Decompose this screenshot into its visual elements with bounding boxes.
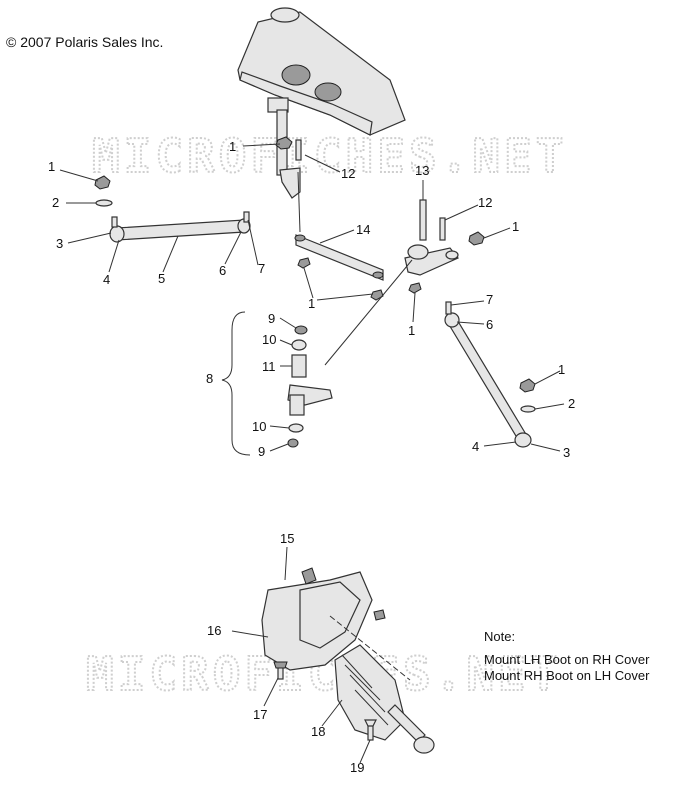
bolt-12-right (439, 217, 446, 241)
mounting-note: Note: Mount LH Boot on RH Cover Mount RH… (484, 629, 650, 683)
left-nut (94, 175, 111, 190)
callout-12: 12 (478, 195, 492, 210)
callout-1: 1 (229, 139, 236, 154)
steering-boot (334, 644, 435, 754)
left-washer (95, 199, 113, 207)
callout-7: 7 (258, 261, 265, 276)
callout-16: 16 (207, 623, 221, 638)
right-tie-rod (444, 301, 532, 448)
callout-1: 1 (48, 159, 55, 174)
callout-17: 17 (253, 707, 267, 722)
leader-lines (59, 143, 565, 764)
callout-1: 1 (308, 296, 315, 311)
callout-5: 5 (158, 271, 165, 286)
callout-1: 1 (408, 323, 415, 338)
callout-10: 10 (252, 419, 266, 434)
note-line-2: Mount RH Boot on LH Cover (484, 668, 650, 683)
callout-4: 4 (103, 272, 110, 287)
callout-9: 9 (258, 444, 265, 459)
callout-11: 11 (262, 359, 276, 374)
callout-6: 6 (219, 263, 226, 278)
callout-14: 14 (356, 222, 370, 237)
bracket-8 (221, 311, 251, 456)
boot-axis-line (329, 615, 411, 681)
rivet-19 (364, 719, 377, 741)
callout-19: 19 (350, 760, 364, 775)
callout-1: 1 (512, 219, 519, 234)
bolt-13 (419, 199, 427, 241)
note-title: Note: (484, 629, 515, 644)
link-nut-left (297, 257, 311, 269)
center-link (294, 234, 384, 281)
screw-17 (273, 661, 288, 680)
copyright-text: © 2007 Polaris Sales Inc. (6, 34, 163, 50)
right-washer (520, 405, 536, 413)
nut-top (275, 136, 293, 150)
screw-right (373, 609, 386, 621)
callout-15: 15 (280, 531, 294, 546)
callout-13: 13 (415, 163, 429, 178)
callout-7: 7 (486, 292, 493, 307)
callout-1: 1 (558, 362, 565, 377)
note-line-1: Mount LH Boot on RH Cover (484, 652, 650, 667)
left-tie-rod (109, 211, 251, 243)
callouts: 1 12 1 2 3 4 5 6 7 14 1 13 12 1 1 7 6 9 … (48, 139, 575, 775)
pitman-arm (404, 244, 459, 276)
link-nut-right (370, 289, 384, 301)
watermark-top: MICROFICHES.NET (92, 129, 567, 183)
nut-right-top (468, 231, 485, 246)
boot-cover (261, 567, 373, 671)
callout-8: 8 (206, 371, 213, 386)
callout-9: 9 (268, 311, 275, 326)
bolt-12-top (295, 139, 302, 161)
callout-12: 12 (341, 166, 355, 181)
steering-frame (237, 7, 406, 136)
callout-10: 10 (262, 332, 276, 347)
callout-3: 3 (56, 236, 63, 251)
callout-18: 18 (311, 724, 325, 739)
nut-under-arm (408, 282, 422, 294)
callout-2: 2 (52, 195, 59, 210)
callout-6: 6 (486, 317, 493, 332)
callout-4: 4 (472, 439, 479, 454)
idler-assembly (287, 325, 333, 448)
callout-2: 2 (568, 396, 575, 411)
right-nut (519, 378, 536, 393)
callout-3: 3 (563, 445, 570, 460)
